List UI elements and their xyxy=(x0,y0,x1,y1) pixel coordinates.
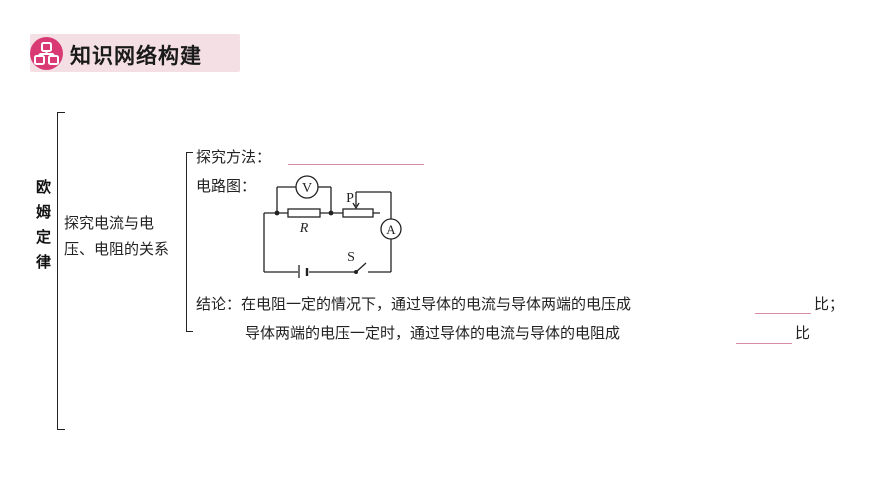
resistor-label: R xyxy=(299,221,309,236)
switch-label: S xyxy=(347,250,355,265)
main-bracket-bottom xyxy=(57,429,65,430)
sub-bracket-bottom xyxy=(186,331,193,332)
sub-bracket xyxy=(186,152,187,332)
main-bracket-top xyxy=(57,112,65,113)
section-header xyxy=(30,34,240,72)
network-diagram-icon xyxy=(30,37,63,70)
sub-bracket-top xyxy=(186,152,193,153)
topic-char: 律 xyxy=(36,253,52,271)
main-bracket xyxy=(57,112,58,430)
conclusion-line-1-suffix: 比； xyxy=(814,295,845,313)
page-title: 知识网络构建 xyxy=(70,44,202,68)
topic-char: 定 xyxy=(36,228,52,246)
circuit-label: 电路图： xyxy=(196,177,257,195)
voltmeter-label: V xyxy=(302,181,312,196)
subtopic-line-1: 探究电流与电 xyxy=(64,214,155,232)
method-answer-blank[interactable] xyxy=(288,163,424,165)
method-label: 探究方法： xyxy=(196,148,272,166)
circuit-diagram: V A R P S xyxy=(263,175,402,278)
conclusion-blank-2[interactable] xyxy=(736,342,792,344)
conclusion-line-1: 结论：在电阻一定的情况下，通过导体的电流与导体两端的电压成 xyxy=(196,293,631,314)
conclusion-line-1-text: 结论：在电阻一定的情况下，通过导体的电流与导体两端的电压成 xyxy=(196,295,632,313)
ammeter-label: A xyxy=(386,222,396,237)
topic-char: 姆 xyxy=(36,203,52,221)
conclusion-line-2-suffix: 比 xyxy=(795,324,811,342)
topic-char: 欧 xyxy=(36,178,52,196)
slider-label: P xyxy=(346,191,354,206)
conclusion-blank-1[interactable] xyxy=(755,312,811,314)
subtopic-line-2: 压、电阻的关系 xyxy=(64,240,170,258)
conclusion-line-2: 导体两端的电压一定时，通过导体的电流与导体的电阻成 xyxy=(245,324,621,342)
